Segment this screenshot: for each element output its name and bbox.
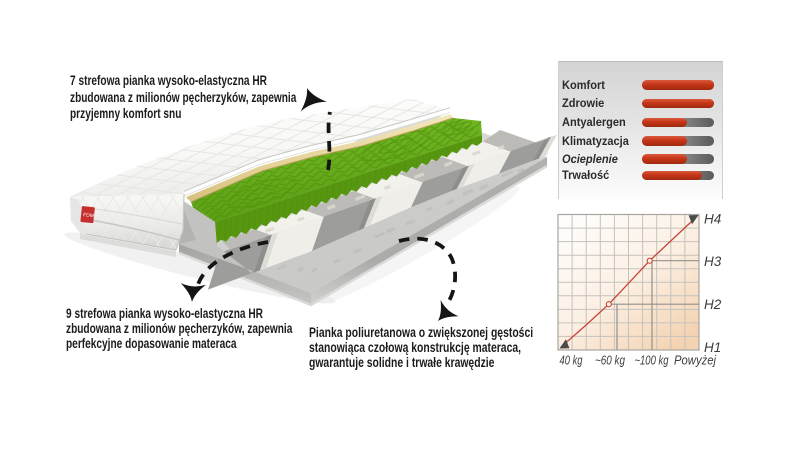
- svg-text:H4: H4: [704, 212, 721, 227]
- svg-text:Powyżej: Powyżej: [674, 354, 717, 368]
- svg-text:FDM: FDM: [83, 212, 94, 219]
- svg-text:40 kg: 40 kg: [560, 354, 583, 368]
- svg-text:H3: H3: [704, 254, 722, 269]
- svg-text:H2: H2: [704, 297, 722, 312]
- svg-text:H1: H1: [704, 340, 721, 355]
- svg-text:~100 kg: ~100 kg: [635, 354, 669, 368]
- svg-text:~60 kg: ~60 kg: [595, 354, 625, 368]
